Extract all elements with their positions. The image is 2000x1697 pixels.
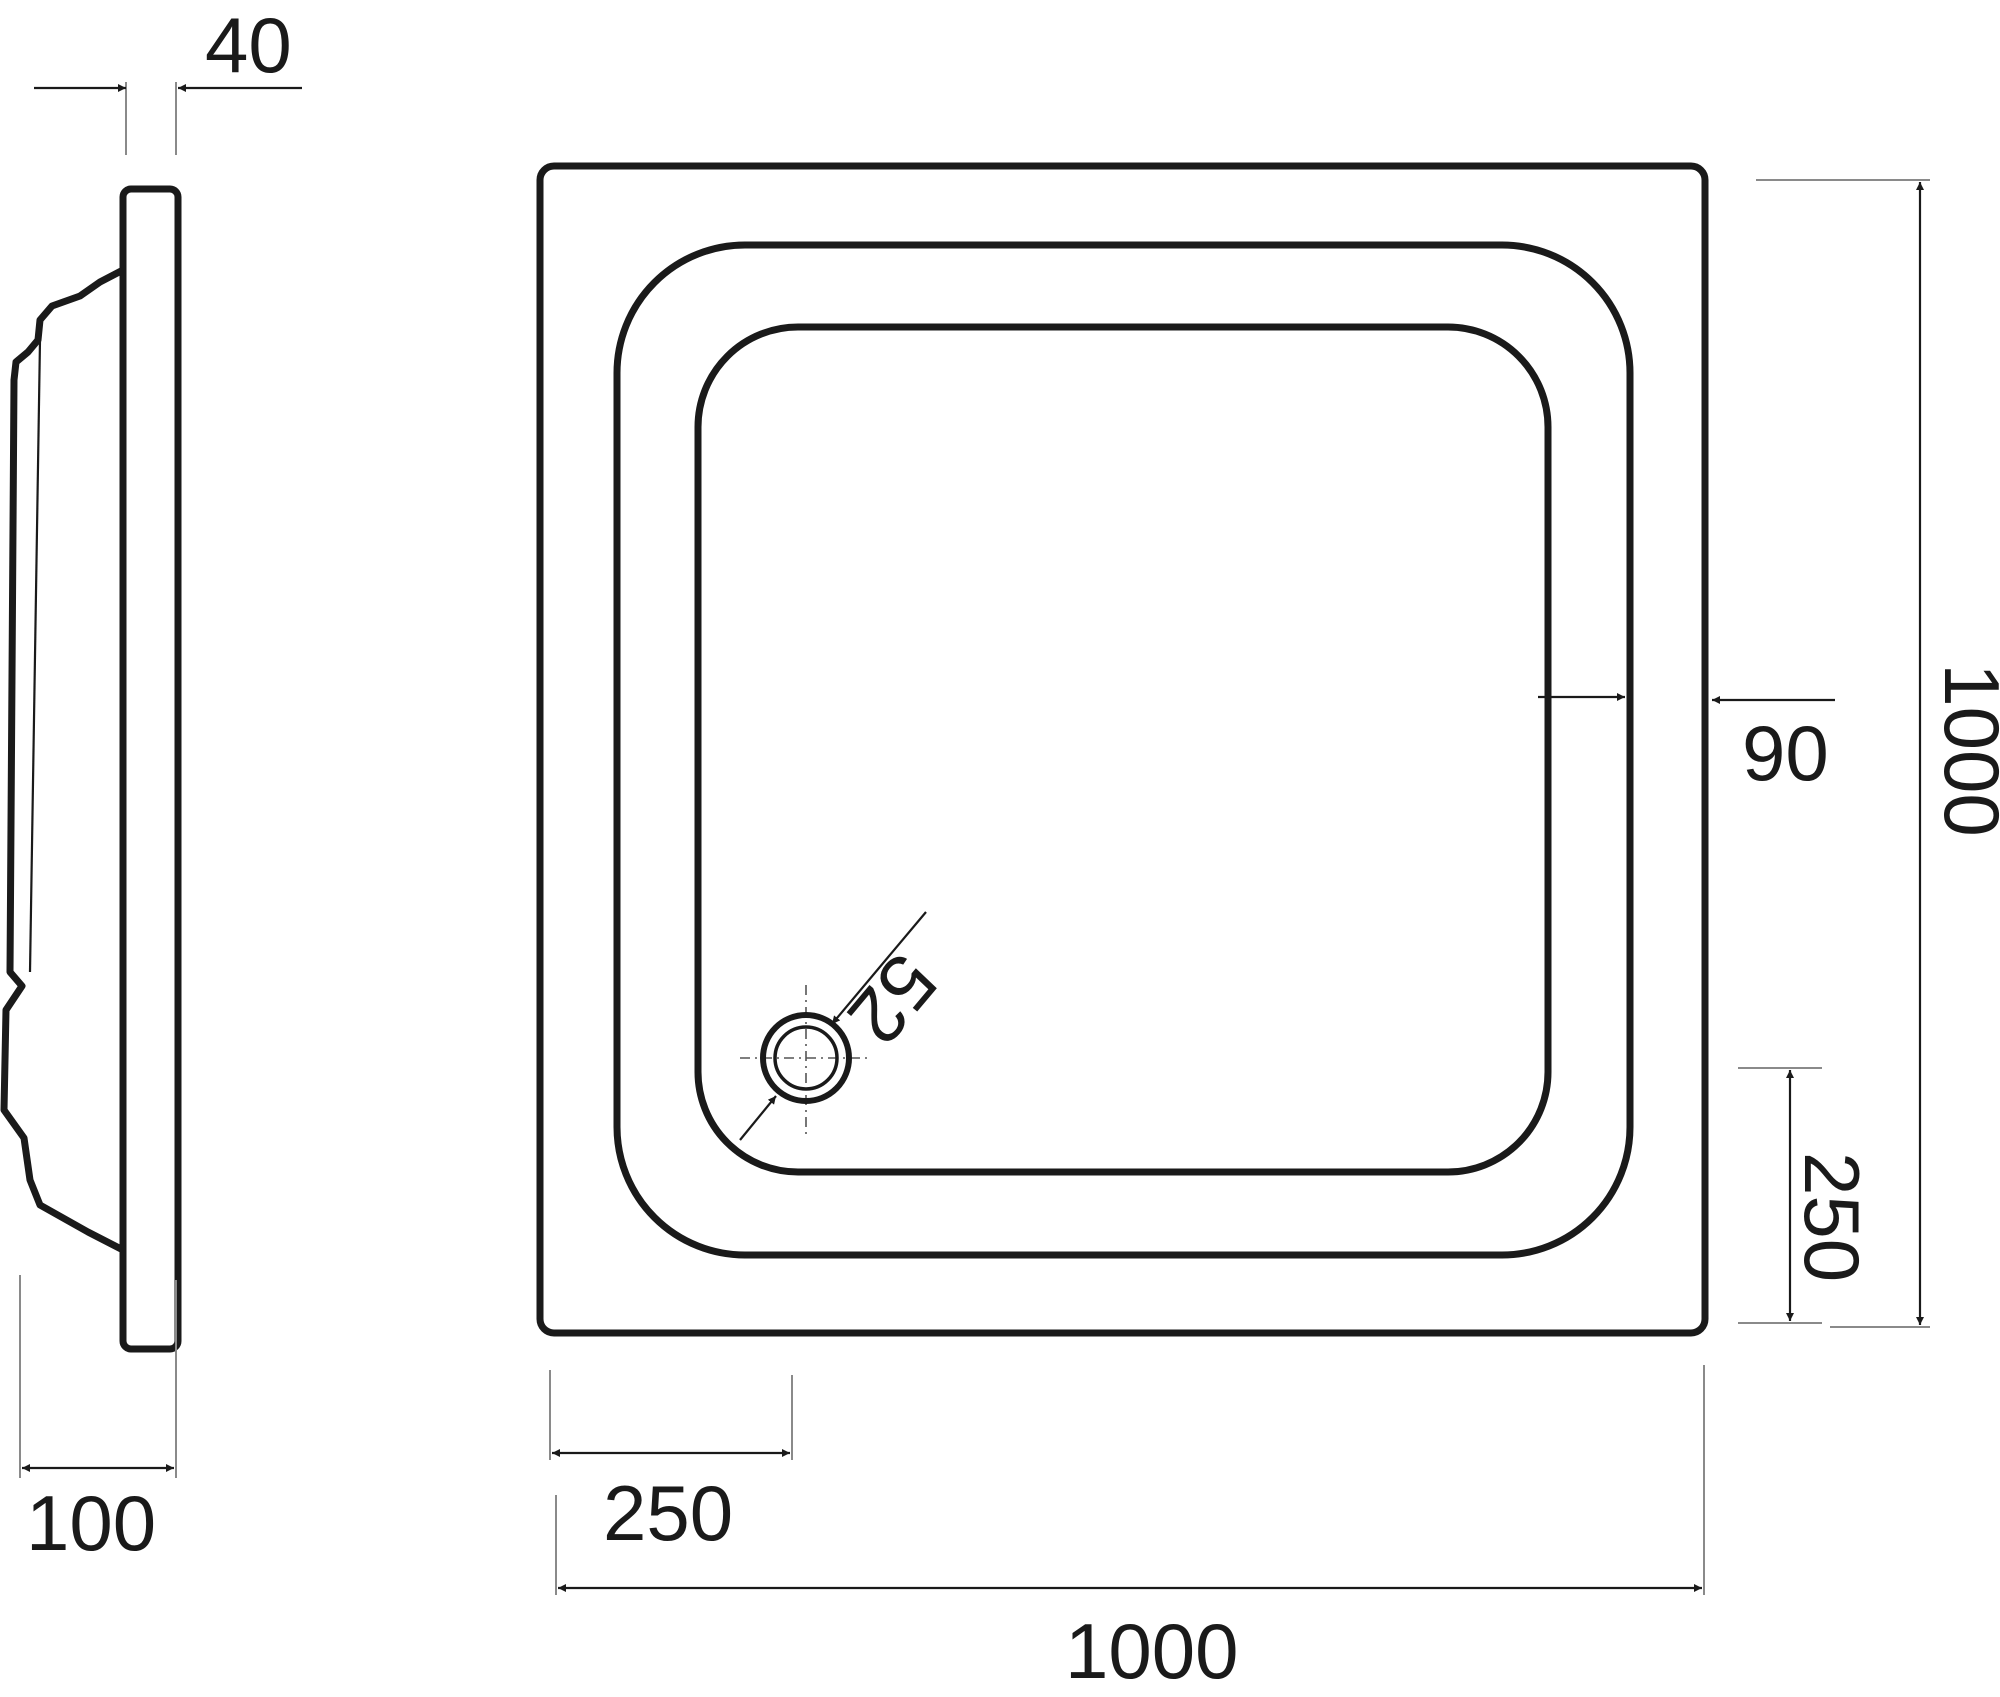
dim-250-vertical-label: 250 [1788, 1152, 1876, 1282]
dim-52-leader-lower [739, 1095, 777, 1141]
plan-view: 52 90 1000 250 250 1000 [536, 162, 2000, 1695]
side-profile-view: 40 100 [0, 1, 302, 1567]
dim-52-label: 52 [831, 938, 954, 1061]
dim-1000-height-label: 1000 [1928, 663, 2000, 837]
tray-outer-edge [536, 162, 1709, 1337]
drain-inner-ring [773, 1025, 839, 1091]
dim-40-label: 40 [205, 1, 292, 89]
profile-rim-panel [119, 185, 182, 1353]
dim-100-label: 100 [26, 1479, 156, 1567]
drain: 52 [739, 911, 954, 1141]
dim-1000-width-label: 1000 [1065, 1607, 1239, 1695]
dim-90-label: 90 [1742, 709, 1829, 797]
profile-basin-inner-line [28, 339, 42, 973]
profile-basin-body [0, 266, 125, 1254]
dim-250-horizontal-label: 250 [603, 1469, 733, 1557]
dim-52-leader [831, 911, 927, 1025]
tray-basin-floor [694, 323, 1552, 1176]
tray-rim-inner-edge [613, 241, 1634, 1259]
drain-outer-ring [760, 1012, 852, 1104]
